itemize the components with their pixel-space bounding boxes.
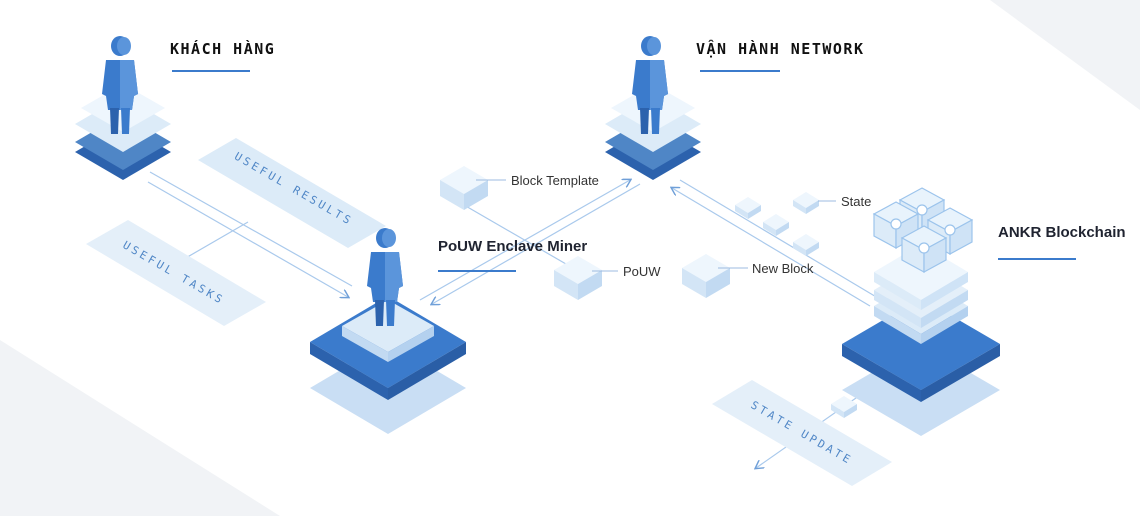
flow-line [679,179,879,299]
state-cube-icon [793,192,819,214]
cube-icon [793,234,819,256]
blockchain-platform [842,244,1000,436]
cube-icon [763,214,789,236]
arrow-icon [672,188,871,307]
pouw-cube-icon [554,256,602,300]
operator-title: VẬN HÀNH NETWORK [696,38,865,58]
useful-tasks-band: USEFUL TASKS [86,220,266,326]
arrow-icon [432,183,641,304]
arrow-icon [147,181,348,297]
flow-lines [147,171,879,468]
block-template-label: Block Template [511,173,599,188]
state-label: State [841,194,871,209]
miner-title: PoUW Enclave Miner [438,238,587,255]
miner-platform [310,296,466,434]
flow-line [149,171,353,287]
block-template-cube-icon [440,166,488,210]
operator-platform [605,84,701,180]
label-leaders [476,179,836,272]
pouw-label: PoUW [623,264,661,279]
blockchain-title: ANKR Blockchain [998,224,1126,241]
flow-line [463,204,586,276]
customer-title: KHÁCH HÀNG [170,39,275,58]
background-shape-right [990,0,1140,110]
useful-results-band: USEFUL RESULTS [198,138,386,248]
new-block-cube-icon [682,254,730,298]
new-block-label: New Block [752,261,814,276]
background-shape-left [0,340,280,516]
